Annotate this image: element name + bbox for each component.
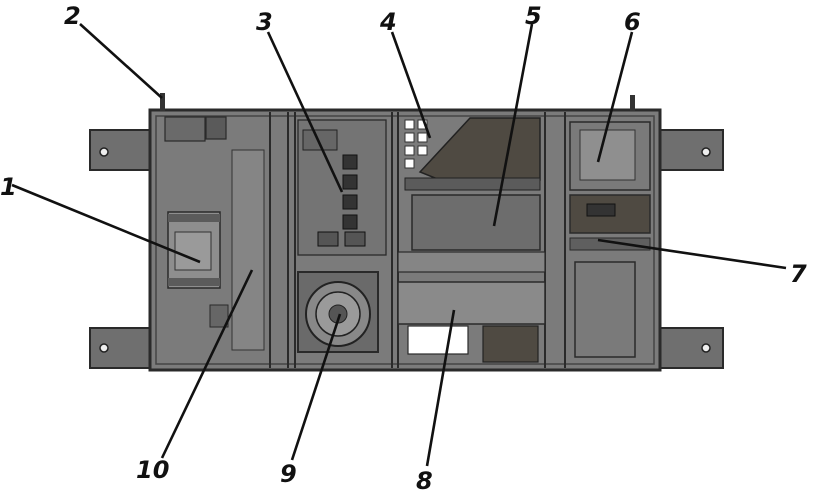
bolt-hole	[701, 147, 711, 157]
right-rail	[569, 237, 651, 251]
leader-8	[425, 309, 456, 467]
clamp-block	[205, 116, 227, 140]
terminal-block	[317, 231, 339, 247]
left-lower-bracket	[209, 304, 229, 328]
callout-4: 4	[379, 8, 397, 36]
bolt-hole	[99, 343, 109, 353]
module-display	[586, 203, 616, 217]
bolt-hole	[701, 343, 711, 353]
leader-7	[597, 238, 787, 270]
bracket-bottom-right	[654, 327, 724, 369]
leader-10	[160, 269, 254, 459]
callout-6: 6	[624, 8, 641, 36]
coil-strip	[404, 177, 541, 191]
callout-8: 8	[416, 467, 433, 491]
callout-2: 2	[64, 2, 81, 30]
callout-9: 9	[280, 460, 297, 488]
leader-2	[79, 23, 163, 99]
leader-4	[390, 31, 432, 139]
breaker-2	[342, 174, 358, 190]
lower-middle-compartment	[397, 281, 546, 363]
breaker-1	[342, 154, 358, 170]
exchanger-core	[411, 194, 541, 251]
mounting-brackets	[89, 129, 724, 369]
top-bracket-box	[164, 116, 206, 142]
relay-module	[302, 129, 338, 151]
leader-1	[11, 183, 201, 264]
callout-10: 10	[136, 456, 169, 484]
vent-grid-1	[404, 119, 415, 130]
leader-6	[596, 31, 634, 163]
housing-inner-frame	[155, 115, 655, 365]
rail	[397, 251, 546, 273]
breaker-3	[342, 194, 358, 210]
breaker-4	[342, 214, 358, 230]
right-compartment	[569, 121, 651, 358]
drawer-panel	[397, 281, 546, 325]
bracket-top-right	[654, 129, 724, 171]
leader-9	[290, 313, 342, 461]
vent-grid-6	[417, 145, 428, 156]
top-post-right	[630, 95, 635, 111]
terminal-block	[344, 231, 366, 247]
callout-5: 5	[525, 2, 542, 30]
vent-grid-4	[417, 132, 428, 143]
motor-band-bottom	[168, 278, 220, 286]
right-lower-box	[574, 261, 636, 358]
bolt-hole	[99, 147, 109, 157]
right-upper-inner	[579, 129, 636, 181]
motor-band-top	[168, 214, 220, 222]
control-compartment	[297, 119, 387, 256]
exchanger-compartment	[397, 117, 546, 273]
vent-grid-5	[404, 145, 415, 156]
callout-3: 3	[256, 8, 273, 36]
leader-5	[492, 23, 534, 227]
leader-3	[266, 31, 344, 193]
callout-7: 7	[790, 260, 807, 288]
callout-1: 1	[0, 173, 17, 201]
section-dividers	[269, 112, 566, 368]
vent-grid-3	[404, 132, 415, 143]
left-panel-plate	[231, 149, 265, 351]
motor-inner	[174, 231, 212, 271]
dark-panel-lower	[482, 325, 539, 363]
leader-lines	[11, 23, 787, 467]
left-compartment	[164, 116, 265, 351]
fan-compartment	[297, 271, 379, 353]
opening	[407, 325, 469, 355]
top-post-left	[160, 93, 165, 111]
vent-grid-7	[404, 158, 415, 169]
